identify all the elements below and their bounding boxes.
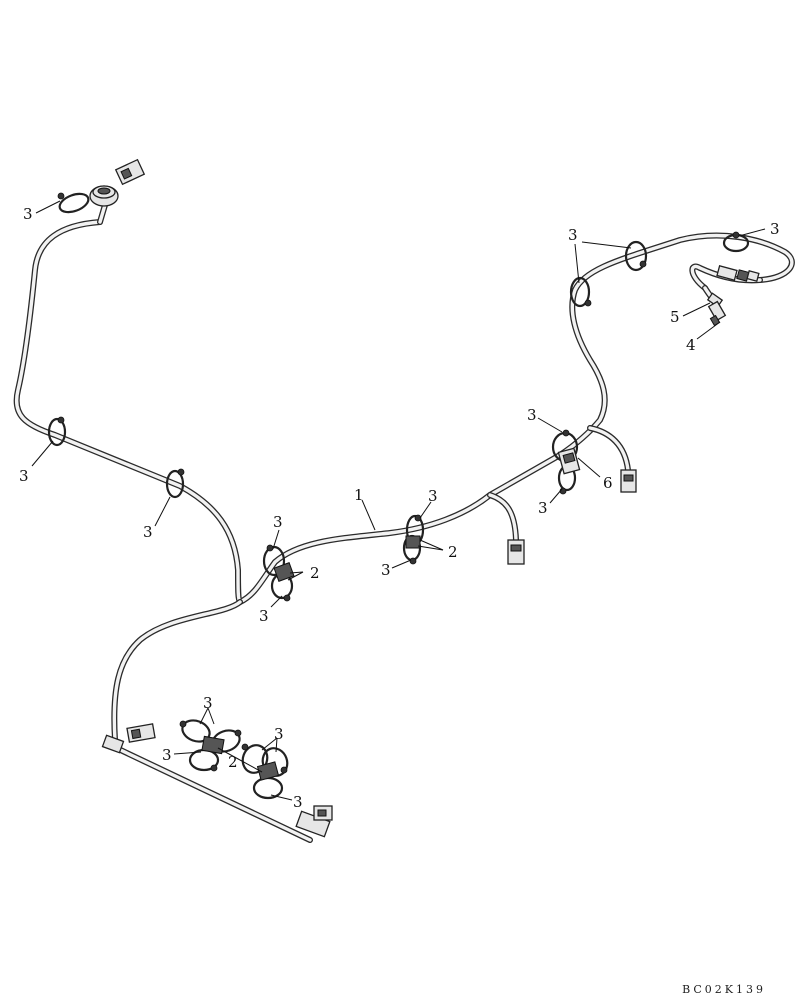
callout-tie: 3: [381, 561, 391, 579]
cable-tie: [569, 276, 591, 308]
cable-ties: [47, 192, 750, 800]
sensor-assembly: [702, 285, 727, 327]
cable-tie: [58, 192, 90, 214]
callout-sensor: 4: [686, 336, 696, 354]
cable-tie: [165, 469, 185, 499]
cable-tie: [252, 776, 284, 800]
callout-tie: 3: [568, 226, 578, 244]
callout-harness: 1: [354, 486, 364, 504]
callout-tie: 3: [428, 487, 438, 505]
callout-tie: 3: [770, 220, 780, 238]
tie-heads: [57, 192, 740, 774]
bottom-left-connector: [101, 723, 156, 754]
callout-tie: 3: [293, 793, 303, 811]
branch-connector-middle: [507, 539, 525, 565]
callout-tie: 3: [203, 694, 213, 712]
callout-tie: 3: [273, 513, 283, 531]
callout-clamp: 2: [448, 543, 458, 561]
callout-tie: 3: [538, 499, 548, 517]
cable-tie: [241, 744, 269, 774]
callout-tie: 3: [19, 467, 29, 485]
callout-tie: 3: [259, 607, 269, 625]
callout-tie: 3: [143, 523, 153, 541]
callout-bracket: 6: [603, 474, 613, 492]
clamp-blocks: [201, 535, 421, 781]
callout-labels: 3 3 3 3 2 3 1 3 2 3 3 6 3 3 3 5 4 3 3 2 …: [19, 205, 780, 811]
cable-tie: [624, 240, 648, 272]
branch-connector-right: [620, 469, 637, 493]
drawing-code: BC02K139: [682, 983, 766, 996]
inline-connector-pair: [716, 265, 760, 282]
callout-clamp: 2: [310, 564, 320, 582]
callout-tie: 3: [527, 406, 537, 424]
top-left-plug-connector: [114, 158, 146, 186]
callout-clamp: 2: [228, 753, 238, 771]
top-left-round-connector: [89, 185, 119, 207]
callout-tie: 3: [23, 205, 33, 223]
cable-tie: [47, 417, 67, 447]
leader-lines: [31, 200, 766, 801]
harness-cable: [13, 202, 795, 843]
callout-tie: 3: [274, 725, 284, 743]
callout-connector: 5: [670, 308, 680, 326]
bottom-right-connector: [295, 805, 333, 838]
callout-tie: 3: [162, 746, 172, 764]
mounting-bracket: [557, 447, 581, 475]
